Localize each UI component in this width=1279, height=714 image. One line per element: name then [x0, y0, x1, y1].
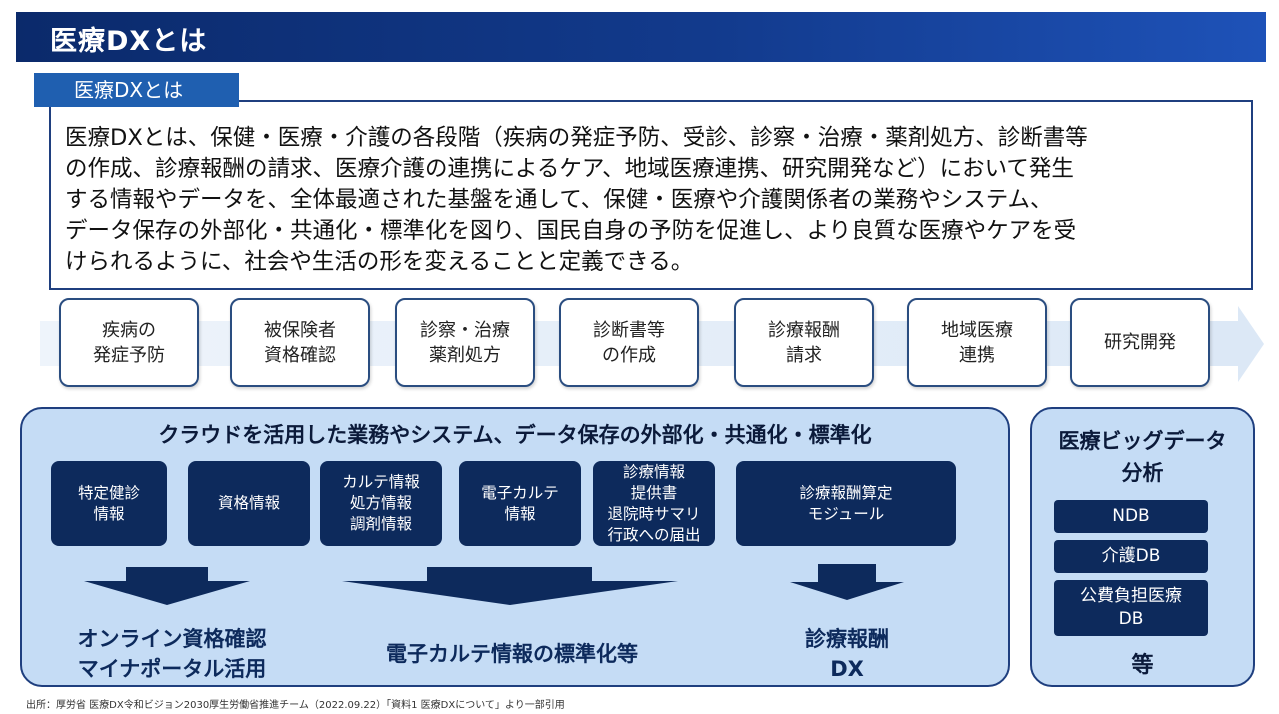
stage-regional-cooperation: 地域医療 連携: [907, 298, 1047, 387]
stage-treatment: 診察・治療 薬剤処方: [395, 298, 535, 387]
stage-medical-certificate: 診断書等 の作成: [559, 298, 699, 387]
definition-box: 医療DXとは、保健・医療・介護の各段階（疾病の発症予防、受診、診察・治療・薬剤処…: [49, 100, 1253, 290]
system-chart-prescription: カルテ情報 処方情報 調剤情報: [320, 461, 442, 546]
db-ndb: NDB: [1054, 500, 1208, 533]
db-public-expense: 公費負担医療 DB: [1054, 580, 1208, 636]
system-referral: 診療情報 提供書 退院時サマリ 行政への届出: [593, 461, 715, 546]
bigdata-title: 医療ビッグデータ 分析: [1058, 429, 1227, 485]
stage-disease-prevention: 疾病の 発症予防: [59, 298, 199, 387]
title-bar: 医療DXとは: [16, 12, 1266, 62]
stage-billing: 診療報酬 請求: [734, 298, 874, 387]
page-title: 医療DXとは: [50, 26, 208, 57]
bigdata-panel: 医療ビッグデータ 分析 NDB 介護DB 公費負担医療 DB 等: [1030, 407, 1255, 687]
stage-eligibility-check: 被保険者 資格確認: [230, 298, 370, 387]
outcome-billing-dx: 診療報酬 DX: [805, 627, 889, 681]
definition-line: の作成、診療報酬の請求、医療介護の連携によるケア、地域医療連携、研究開発など）に…: [65, 156, 1074, 182]
definition-line: 医療DXとは、保健・医療・介護の各段階（疾病の発症予防、受診、診察・治療・薬剤処…: [65, 125, 1088, 151]
outcome-online-eligibility: オンライン資格確認 マイナポータル活用: [77, 627, 267, 681]
etc-label: 等: [1131, 653, 1154, 678]
definition-line: データ保存の外部化・共通化・標準化を図り、国民自身の予防を促進し、より良質な医療…: [65, 218, 1077, 244]
system-billing-module: 診療報酬算定 モジュール: [736, 461, 956, 546]
system-health-checkup: 特定健診 情報: [51, 461, 167, 546]
stage-research: 研究開発: [1070, 298, 1210, 387]
source-citation: 出所：厚労省 医療DX令和ビジョン2030厚生労働省推進チーム（2022.09.…: [26, 700, 565, 711]
cloud-heading: クラウドを活用した業務やシステム、データ保存の外部化・共通化・標準化: [158, 423, 872, 447]
definition-tab: 医療DXとは: [34, 73, 239, 107]
definition-line: する情報やデータを、全体最適された基盤を通して、保健・医療や介護関係者の業務やシ…: [65, 187, 1053, 213]
outcome-ehr-standardization: 電子カルテ情報の標準化等: [386, 642, 638, 666]
definition-line: けられるように、社会や生活の形を変えることと定義できる。: [65, 249, 694, 275]
flow-arrow-head-icon: [1238, 306, 1264, 382]
system-ehr: 電子カルテ 情報: [459, 461, 581, 546]
system-eligibility: 資格情報: [188, 461, 310, 546]
cloud-panel: クラウドを活用した業務やシステム、データ保存の外部化・共通化・標準化 特定健診 …: [20, 407, 1010, 687]
db-care: 介護DB: [1054, 540, 1208, 573]
